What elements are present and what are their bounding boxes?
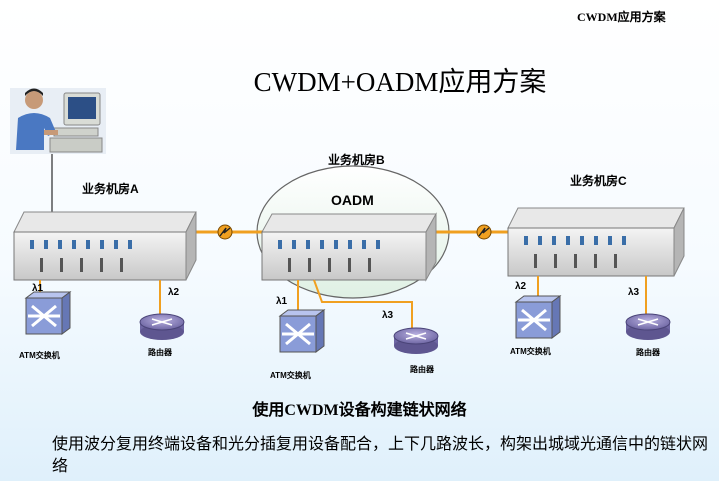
oadm-rack-b: [261, 212, 437, 282]
corner-title: CWDM应用方案: [577, 10, 666, 24]
drop-b-router: [313, 279, 413, 330]
lambda-b1: λ1: [276, 296, 288, 307]
device-label-atm-a: ATM交换机: [19, 351, 60, 360]
device-label-router-c: 路由器: [636, 348, 660, 357]
fiber-connector-ab: [217, 224, 233, 240]
atm-switch-a: [24, 291, 72, 335]
lambda-b3: λ3: [382, 310, 394, 321]
lambda-c2: λ2: [515, 281, 527, 292]
pc-user-illustration: [10, 88, 106, 154]
device-label-router-a: 路由器: [148, 348, 172, 357]
description-text: 使用波分复用终端设备和光分插复用设备配合，上下几路波长，构架出城域光通信中的链状…: [52, 436, 709, 475]
diagram-caption: 使用CWDM设备构建链状网络: [252, 402, 467, 419]
lambda-a2: λ2: [168, 287, 180, 298]
site-label-a: 业务机房A: [82, 182, 139, 196]
cwdm-terminal-rack-a: [13, 211, 197, 281]
atm-switch-b: [278, 309, 326, 353]
router-b: [393, 327, 439, 354]
device-label-router-b: 路由器: [410, 365, 434, 374]
site-label-b: 业务机房B: [328, 153, 385, 167]
atm-switch-c: [514, 295, 562, 339]
lambda-c3: λ3: [628, 287, 640, 298]
router-a: [139, 313, 185, 340]
cwdm-terminal-rack-c: [507, 207, 685, 277]
device-label-atm-b: ATM交换机: [270, 371, 311, 380]
page-title: CWDM+OADM应用方案: [253, 67, 547, 97]
fiber-connector-bc: [476, 224, 492, 240]
device-label-atm-c: ATM交换机: [510, 347, 551, 356]
lambda-a1: λ1: [32, 283, 44, 294]
site-label-c: 业务机房C: [570, 174, 627, 188]
router-c: [625, 313, 671, 340]
oadm-label: OADM: [331, 192, 374, 208]
